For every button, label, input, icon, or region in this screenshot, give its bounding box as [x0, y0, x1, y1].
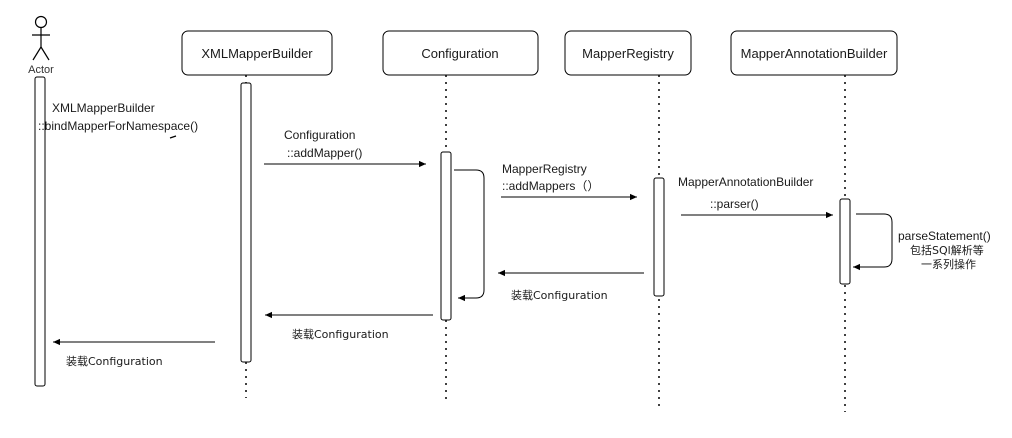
message-label-line1: MapperAnnotationBuilder: [678, 175, 813, 189]
participant-box: [382, 30, 539, 76]
message-label-line1: MapperRegistry: [502, 162, 587, 176]
return-label: 装载Configuration: [66, 355, 163, 368]
participant-box: [181, 30, 333, 76]
self-call-arrow: [454, 169, 485, 302]
participant-box: [730, 30, 898, 76]
participant-configuration: Configuration: [382, 30, 539, 400]
actor-activation-bar: [34, 76, 46, 387]
return-label: 装载Configuration: [292, 328, 389, 341]
return-xmlmapperbuilder-to-actor: 装载Configuration: [53, 338, 215, 368]
actor-label: Actor: [28, 64, 54, 76]
return-label: 装载Configuration: [511, 289, 608, 302]
message-label-line2: 包括SQl解析等: [910, 243, 984, 257]
activation-bar: [839, 198, 851, 285]
return-registry-to-configuration: 装载Configuration: [498, 269, 644, 302]
activation-bar: [440, 151, 452, 321]
return-configuration-to-xmlmapperbuilder: 装载Configuration: [265, 311, 433, 341]
participant-mapperannotationbuilder: MapperAnnotationBuilder: [730, 30, 898, 412]
message-label-line2: ::addMappers（）: [502, 179, 599, 193]
message-label-line1: XMLMapperBuilder: [52, 101, 155, 115]
participant-label: MapperRegistry: [582, 46, 674, 61]
self-call-configuration: [454, 169, 485, 302]
participant-box: [564, 30, 692, 76]
message-parser: MapperAnnotationBuilder ::parser(): [678, 175, 833, 219]
message-label-line1: Configuration: [284, 128, 355, 142]
message-label-line1: parseStatement(): [898, 229, 991, 243]
activation-bar: [240, 82, 252, 363]
message-bind-mapper-for-namespace: XMLMapperBuilder ::bindMapperForNamespac…: [38, 101, 198, 139]
activation-bar: [653, 177, 665, 297]
message-label-line3: 一系列操作: [921, 257, 976, 271]
message-label-line2: ::bindMapperForNamespace(): [38, 119, 198, 133]
participant-mapperregistry: MapperRegistry: [564, 30, 692, 410]
message-label-line2: ::addMapper(): [287, 146, 362, 160]
participant-xmlmapperbuilder: XMLMapperBuilder: [181, 30, 333, 398]
message-add-mappers: MapperRegistry ::addMappers（）: [501, 162, 637, 201]
self-call-arrow: [853, 213, 893, 271]
actor: Actor: [28, 15, 54, 387]
message-add-mapper: Configuration ::addMapper(): [264, 128, 426, 168]
self-call-parse-statement: parseStatement() 包括SQl解析等 一系列操作: [853, 213, 991, 271]
participant-label: Configuration: [421, 46, 498, 61]
participant-label: XMLMapperBuilder: [201, 46, 313, 61]
message-tick: [169, 135, 177, 139]
participant-label: MapperAnnotationBuilder: [741, 46, 888, 61]
actor-stick-figure: [32, 15, 50, 61]
message-label-line2: ::parser(): [710, 197, 759, 211]
